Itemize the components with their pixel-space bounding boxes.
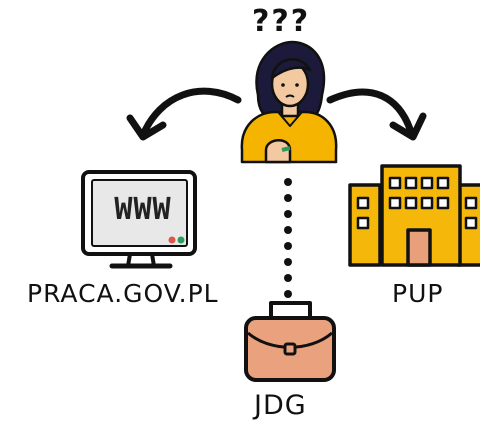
arrow-right-icon xyxy=(326,88,427,141)
pup-label: PUP xyxy=(392,279,444,308)
monitor-icon xyxy=(81,170,197,269)
question-marks-label: ??? xyxy=(252,4,311,39)
briefcase-icon xyxy=(244,301,336,382)
dotted-line-icon xyxy=(284,178,292,298)
building-icon xyxy=(348,164,480,267)
praca-gov-pl-label: PRACA.GOV.PL xyxy=(27,279,219,308)
woman-icon xyxy=(240,40,338,164)
monitor-screen-text: WWW xyxy=(114,192,172,227)
jdg-label: JDG xyxy=(254,390,307,421)
arrow-left-icon xyxy=(126,87,242,141)
